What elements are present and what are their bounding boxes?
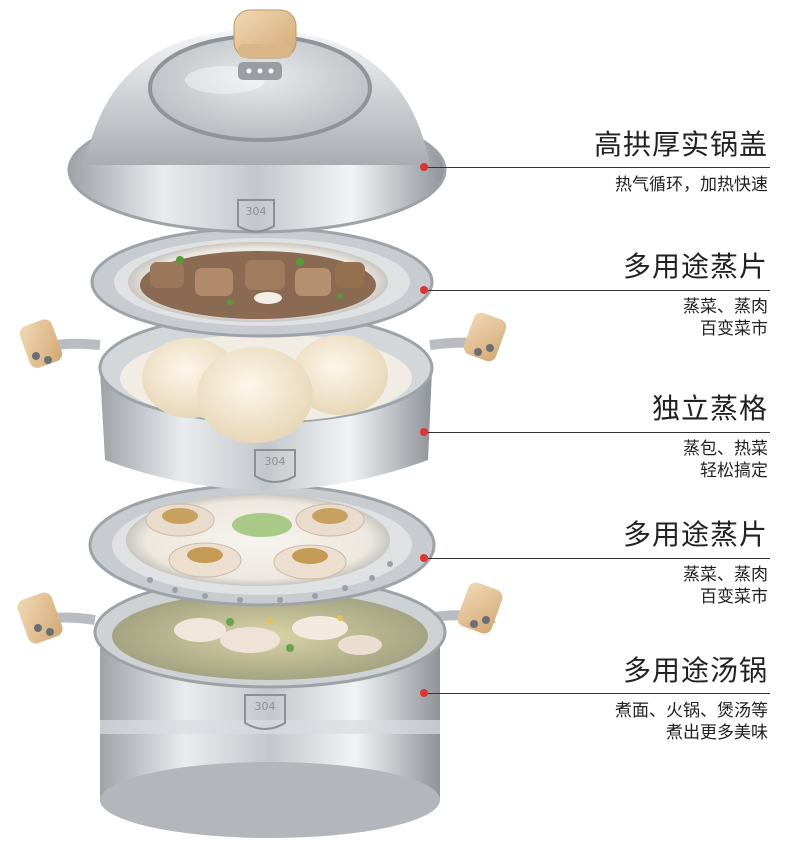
steel-grade-mark-lid: 304: [246, 205, 267, 218]
callout-desc-line: 煮出更多美味: [666, 723, 768, 743]
callout-desc-line: 热气循环，加热快速: [615, 175, 768, 195]
callout-title: 多用途蒸片: [622, 250, 768, 283]
steel-grade-mark-pot: 304: [255, 700, 276, 713]
soup-pot: 304: [17, 575, 503, 838]
scallop-dish: [145, 503, 365, 580]
callout-desc: 热气循环，加热快速: [438, 174, 768, 196]
callout-dot-lower-plate: [420, 554, 428, 562]
callout-soup-pot: 多用途汤锅 煮面、火锅、煲汤等 煮出更多美味: [438, 654, 768, 744]
callout-line-upper-plate: [428, 290, 770, 291]
callout-title: 多用途汤锅: [622, 654, 768, 687]
callout-desc-line: 轻松搞定: [700, 461, 768, 481]
callout-lid: 高拱厚实锅盖 热气循环，加热快速: [438, 128, 768, 196]
callout-dot-upper-plate: [420, 286, 428, 294]
callout-title: 多用途蒸片: [622, 518, 768, 551]
callout-steamer-tier: 独立蒸格 蒸包、热菜 轻松搞定: [438, 392, 768, 482]
callout-desc: 蒸菜、蒸肉 百变菜市: [438, 564, 768, 608]
callout-desc-line: 蒸菜、蒸肉: [683, 565, 768, 585]
callout-line-lid: [428, 167, 770, 168]
callout-desc-line: 百变菜市: [700, 587, 768, 607]
callout-desc-line: 百变菜市: [700, 319, 768, 339]
callout-dot-lid: [420, 163, 428, 171]
callout-title: 独立蒸格: [651, 392, 768, 425]
steamer-tier: 304: [19, 312, 507, 490]
callout-line-soup-pot: [428, 693, 770, 694]
steel-grade-mark-tier: 304: [265, 455, 286, 468]
callout-desc-line: 煮面、火锅、煲汤等: [615, 701, 768, 721]
upper-steam-plate: [90, 226, 434, 338]
callout-dot-soup-pot: [420, 689, 428, 697]
callout-desc-line: 蒸菜、蒸肉: [683, 297, 768, 317]
callout-desc: 蒸菜、蒸肉 百变菜市: [438, 296, 768, 340]
callout-title: 高拱厚实锅盖: [593, 128, 768, 161]
callout-line-lower-plate: [428, 558, 770, 559]
lower-steam-plate: [88, 483, 436, 607]
callout-lower-plate: 多用途蒸片 蒸菜、蒸肉 百变菜市: [438, 518, 768, 608]
steamed-buns: [142, 335, 388, 443]
callout-desc: 蒸包、热菜 轻松搞定: [438, 438, 768, 482]
lid: 304: [67, 9, 447, 234]
callout-line-steamer-tier: [428, 432, 770, 433]
callout-desc-line: 蒸包、热菜: [683, 439, 768, 459]
callout-desc: 煮面、火锅、煲汤等 煮出更多美味: [438, 700, 768, 744]
callout-dot-steamer-tier: [420, 428, 428, 436]
lid-knob: [233, 9, 297, 59]
callout-upper-plate: 多用途蒸片 蒸菜、蒸肉 百变菜市: [438, 250, 768, 340]
braised-ribs-dish: [140, 251, 376, 319]
